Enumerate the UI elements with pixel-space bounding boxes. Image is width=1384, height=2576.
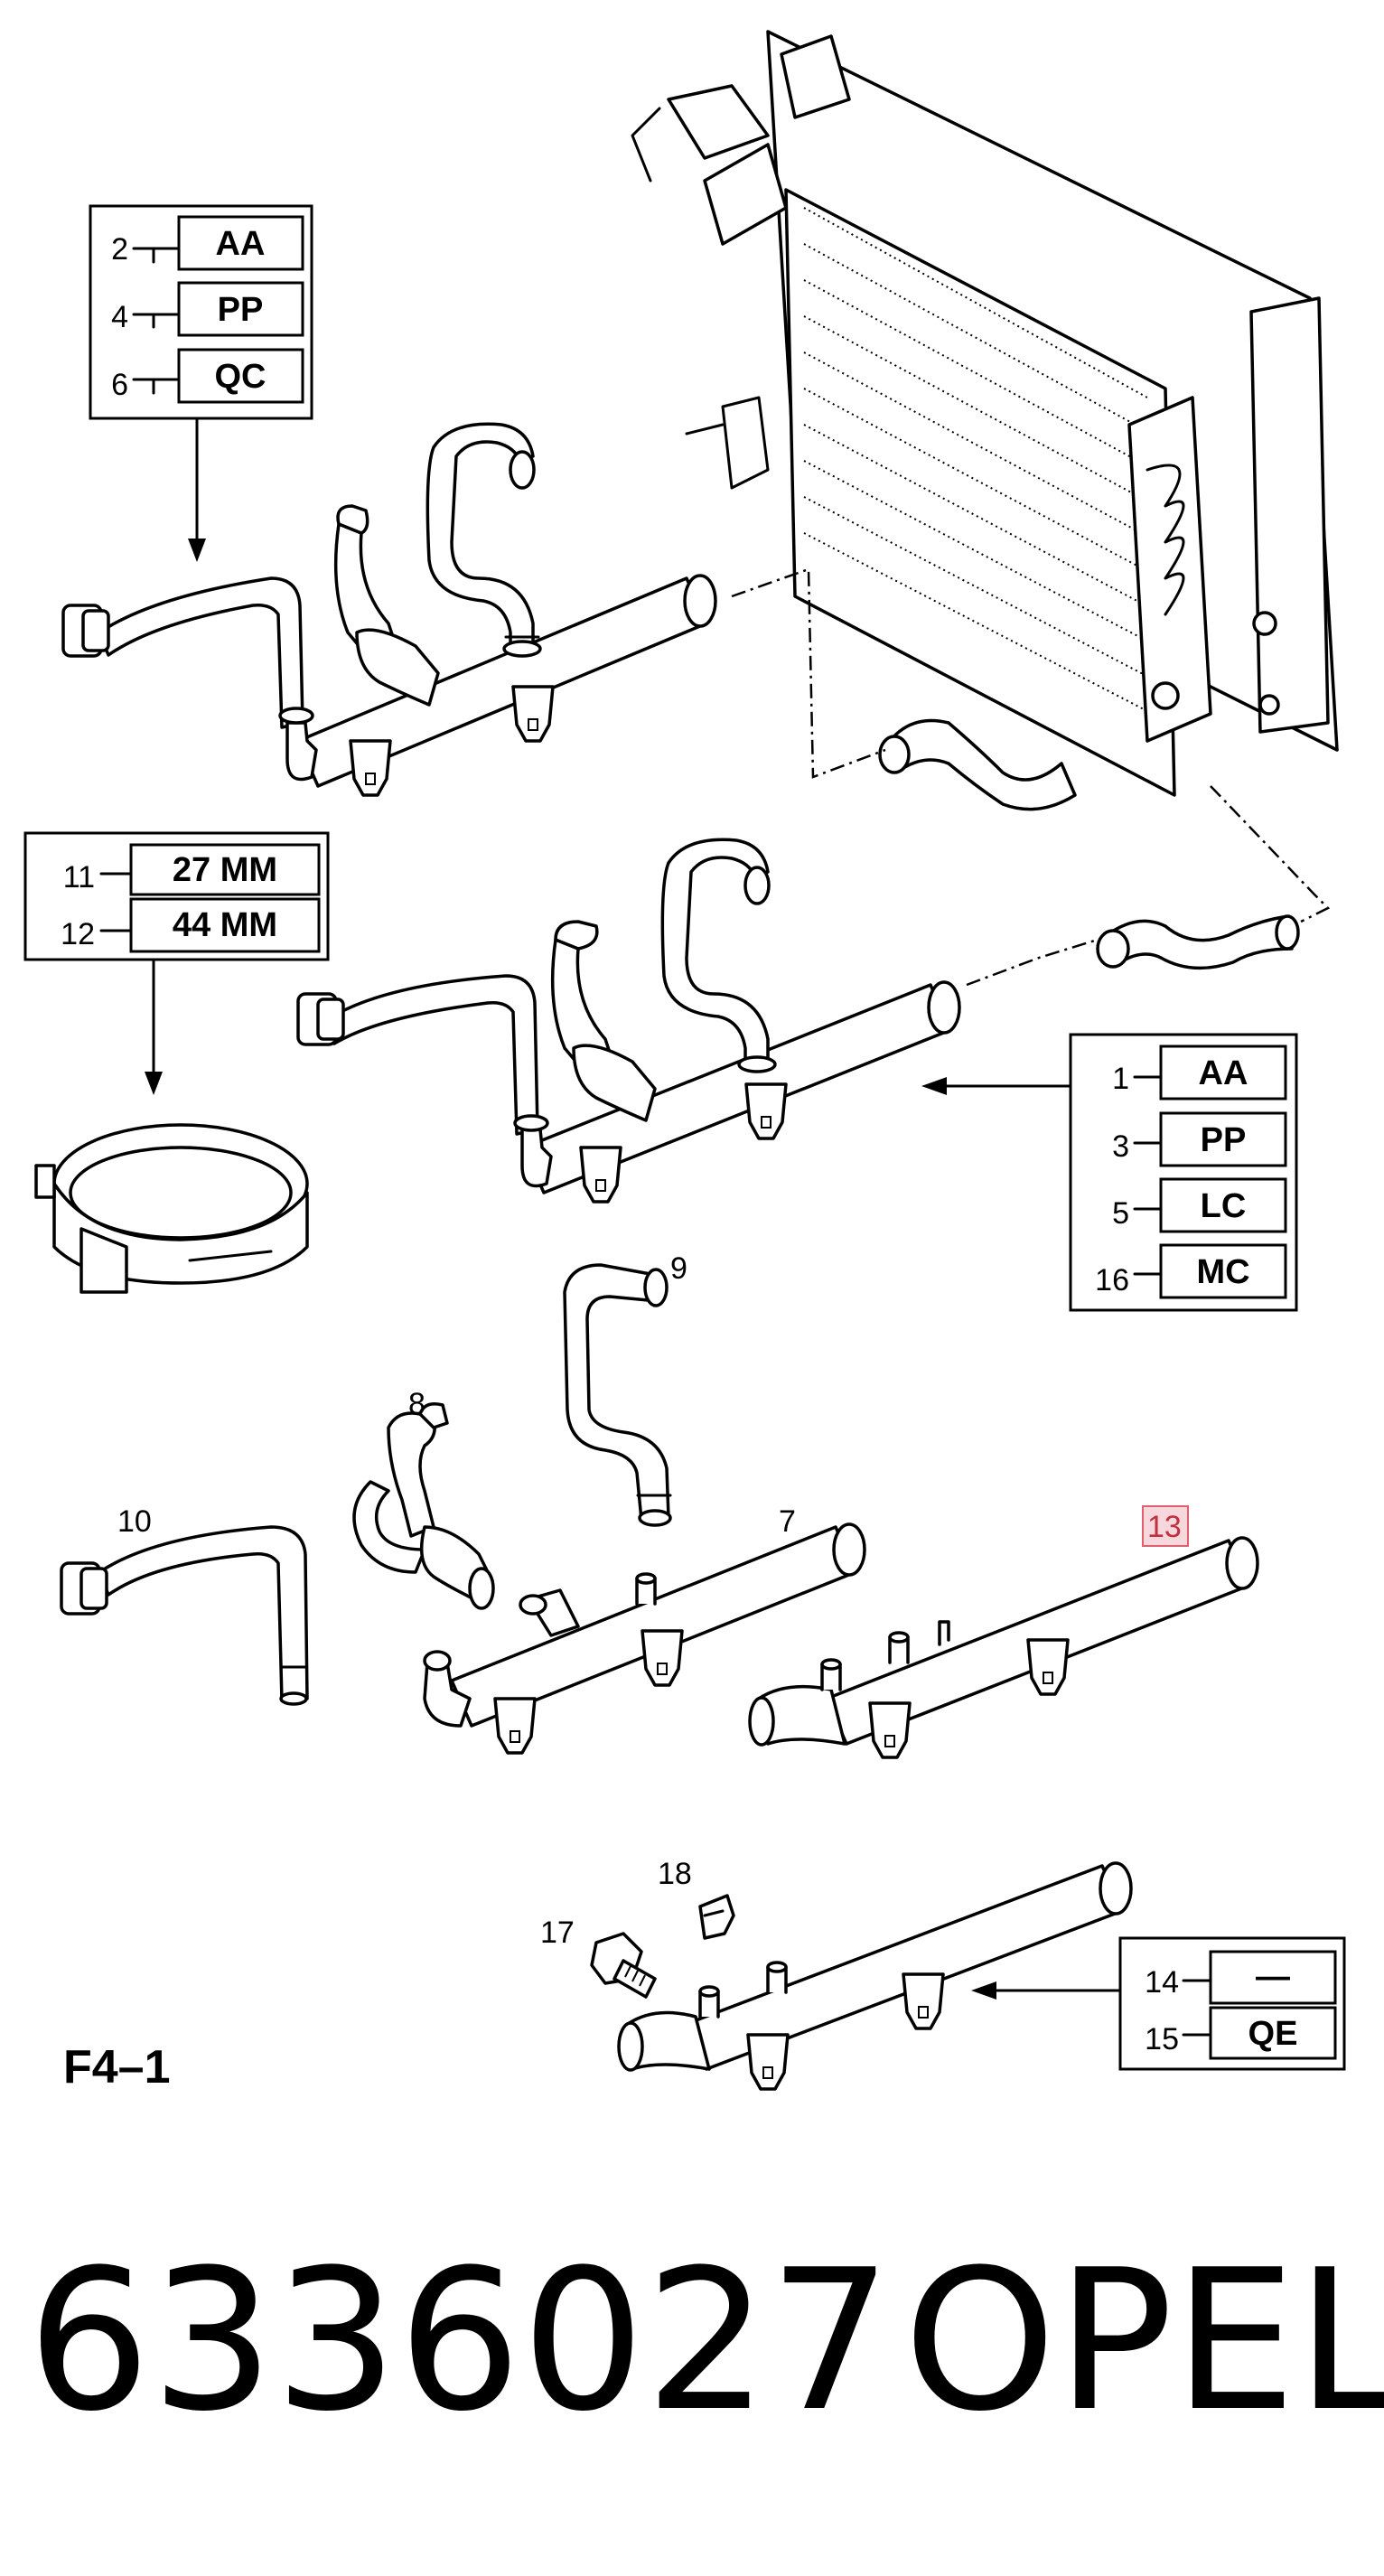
legend-num: 11 — [63, 860, 95, 895]
legend-row: 2 AA — [111, 215, 304, 271]
legend-num: 15 — [1145, 2022, 1179, 2056]
legend-right: 1 AA 3 PP 5 LC 16 MC — [1069, 1033, 1298, 1312]
legend-code: LC — [1201, 1187, 1247, 1225]
pipe-10 — [60, 1525, 309, 1706]
radiator-assembly — [631, 30, 1339, 797]
bolt-17 — [590, 1932, 657, 1999]
callout-17: 17 — [540, 1916, 575, 1950]
legend-row: 16 MC — [1095, 1243, 1287, 1299]
pipe-assembly-top — [61, 422, 717, 797]
legend-num: 16 — [1095, 1263, 1129, 1297]
legend-row: 3 PP — [1112, 1111, 1287, 1167]
legend-row: 4 PP — [111, 281, 304, 337]
callout-9: 9 — [670, 1251, 687, 1286]
radiator-inlet-hose — [1096, 914, 1300, 970]
legend-num: 14 — [1145, 1965, 1179, 2000]
legend-num: 4 — [111, 300, 128, 334]
legend-row: 1 AA — [1112, 1044, 1287, 1101]
legend-num: 2 — [111, 232, 128, 267]
callout-8: 8 — [408, 1387, 425, 1421]
legend-code: 44 MM — [173, 906, 277, 944]
legend-row: 12 44 MM — [61, 897, 321, 953]
part-number: 6336027 — [27, 2227, 893, 2454]
legend-code: — — [1256, 1958, 1290, 1996]
legend-code: PP — [1201, 1121, 1247, 1159]
pipe-13 — [748, 1536, 1259, 1759]
legend-row: 15 QE — [1145, 2006, 1337, 2060]
legend-row: 5 LC — [1112, 1177, 1287, 1233]
figure-code: F4–1 — [63, 2041, 171, 2094]
legend-row: 14 — — [1145, 1950, 1337, 2005]
hose-clamp — [34, 1123, 309, 1294]
legend-top: 2 AA 4 PP 6 QC — [89, 204, 313, 420]
pipe-7 — [423, 1522, 866, 1755]
legend-code: 27 MM — [173, 851, 277, 889]
legend-code: QC — [215, 358, 267, 396]
callout-13: 13 — [1147, 1510, 1182, 1544]
legend-num: 1 — [1112, 1062, 1129, 1096]
legend-num: 12 — [61, 917, 95, 951]
hose-9 — [563, 1263, 672, 1527]
pipe-14-15 — [617, 1861, 1133, 2091]
legend-bottom: 14 — 15 QE — [1118, 1936, 1346, 2071]
legend-row: 11 27 MM — [63, 843, 321, 896]
brand: OPEL — [903, 2227, 1384, 2454]
callout-7: 7 — [779, 1504, 796, 1539]
radiator-outlet-hose — [878, 718, 1077, 811]
legend-code: QE — [1248, 2015, 1298, 2053]
legend-code: AA — [216, 225, 266, 263]
clip-18 — [698, 1894, 735, 1940]
legend-num: 5 — [1112, 1196, 1129, 1231]
pipe-assembly-middle — [296, 838, 961, 1204]
callout-18: 18 — [658, 1857, 692, 1891]
legend-num: 6 — [111, 368, 128, 402]
legend-code: MC — [1196, 1253, 1249, 1291]
legend-code: PP — [218, 291, 264, 329]
legend-clamp: 11 27 MM 12 44 MM — [23, 831, 330, 961]
callout-10: 10 — [117, 1504, 152, 1539]
legend-code: AA — [1199, 1054, 1248, 1092]
callout-13-highlight — [1142, 1505, 1189, 1547]
hose-8 — [352, 1402, 495, 1610]
legend-num: 3 — [1112, 1129, 1129, 1164]
legend-row: 6 QC — [111, 348, 304, 404]
